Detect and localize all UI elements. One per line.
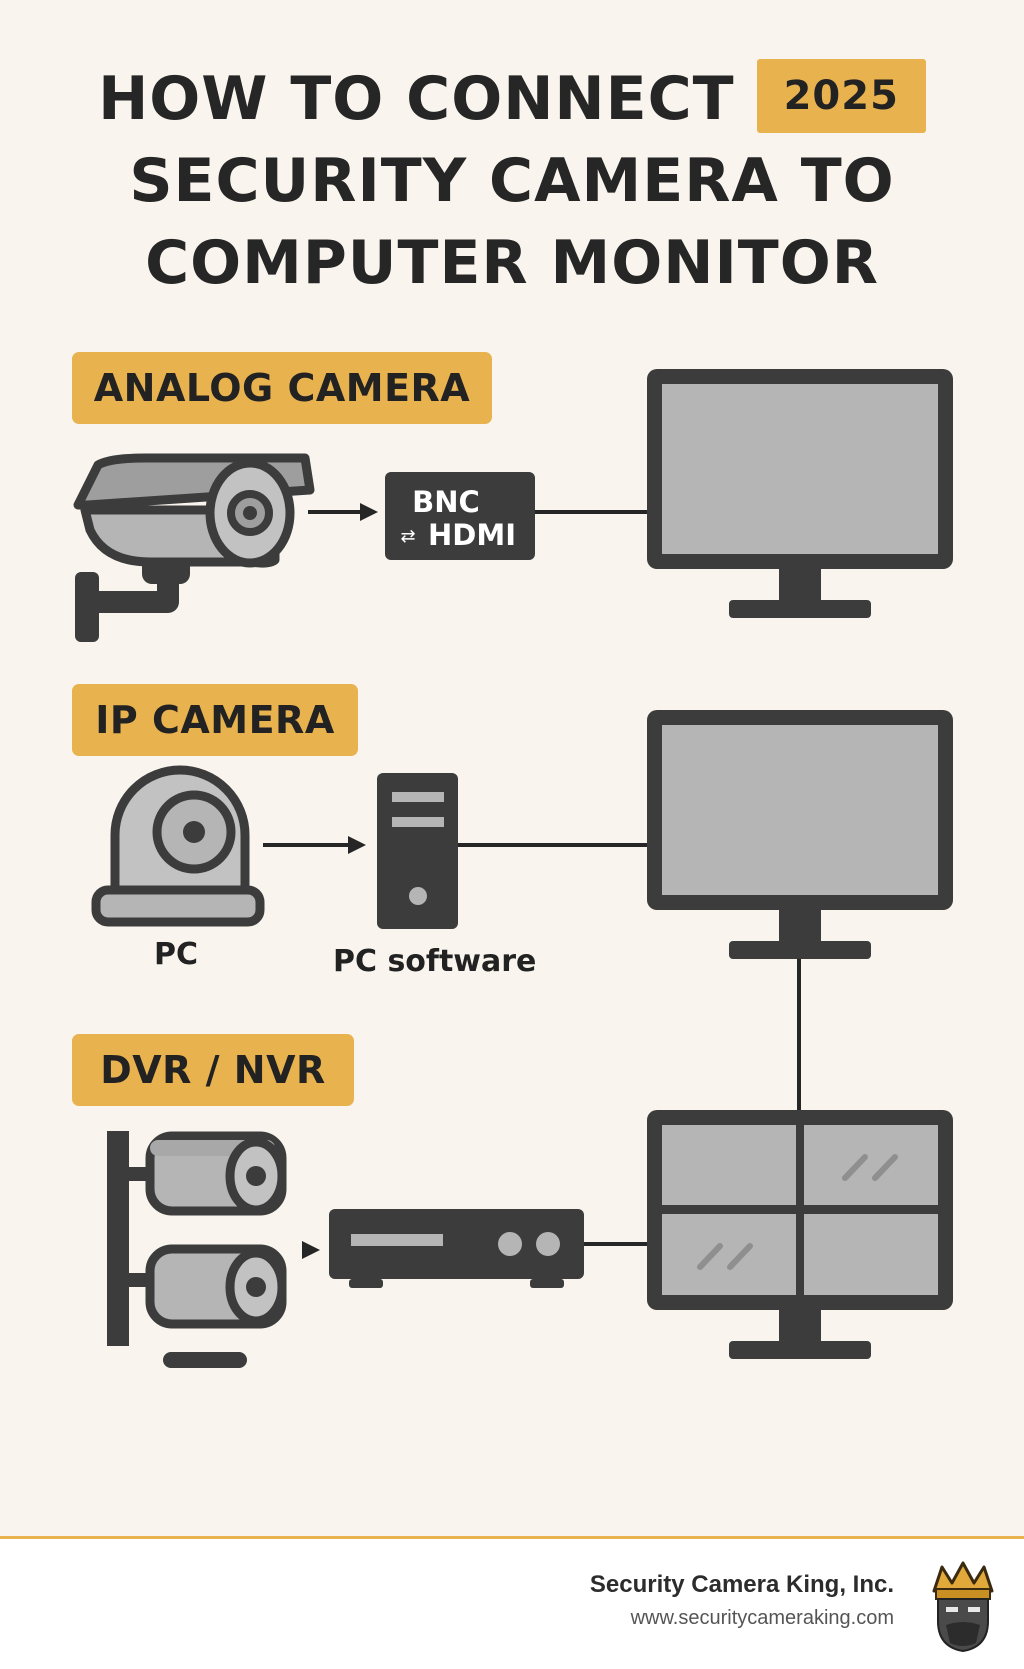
monitor-icon (647, 369, 953, 618)
king-logo-icon (932, 1561, 994, 1653)
dvr-nvr-heading: DVR / NVR (72, 1034, 354, 1106)
title-line-2: SECURITY CAMERA TO (129, 146, 895, 216)
footer: Security Camera King, Inc. www.securityc… (0, 1536, 1024, 1669)
arrow-analog (308, 503, 378, 521)
company-website: www.securitycameraking.com (630, 1607, 894, 1629)
dual-bullet-camera-icon (107, 1131, 287, 1368)
converter-label-bnc: BNC (412, 485, 480, 519)
connection-diagram: BNC ⇄ HDMI (73, 369, 953, 1368)
split-screen-monitor-icon (647, 1110, 953, 1359)
pc-software-label: PC software (333, 944, 537, 979)
converter-arrow-glyph: ⇄ (400, 526, 415, 547)
analog-camera-heading: ANALOG CAMERA (72, 352, 492, 424)
arrow-ip (263, 836, 366, 854)
monitor-icon (647, 710, 953, 959)
dome-camera-icon (91, 765, 265, 927)
ip-camera-label: PC (154, 937, 199, 972)
bnc-hdmi-converter-icon: BNC ⇄ HDMI (385, 472, 535, 560)
dvr-box-icon (329, 1209, 584, 1288)
ip-camera-heading: IP CAMERA (72, 684, 358, 756)
year-badge: 2025 (756, 59, 926, 134)
pc-tower-icon (377, 773, 458, 929)
converter-label-hdmi: HDMI (428, 518, 516, 552)
bullet-camera-icon (73, 453, 315, 642)
arrow-dvr (302, 1241, 320, 1259)
company-name: Security Camera King, Inc. (589, 1571, 894, 1598)
title-line-3: COMPUTER MONITOR (145, 228, 879, 298)
